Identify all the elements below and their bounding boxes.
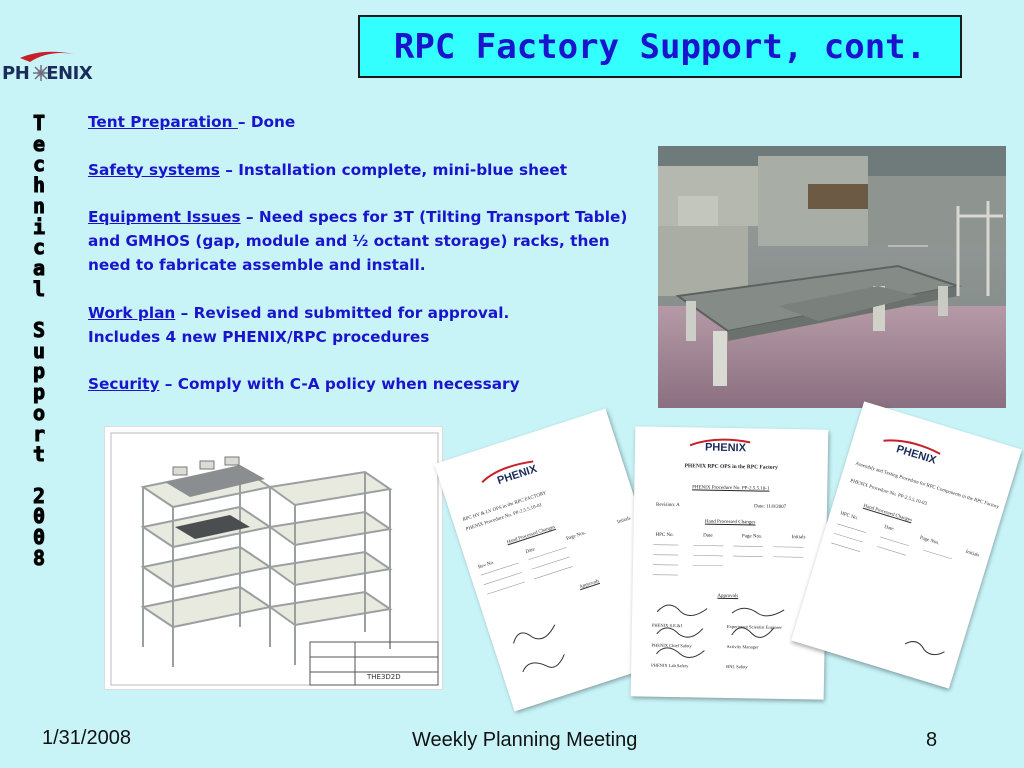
vertical-letter: t xyxy=(32,442,46,467)
vertical-letter: l xyxy=(32,276,46,301)
vertical-letter xyxy=(24,465,54,486)
vertical-letter: n xyxy=(32,193,46,218)
shelf-cad-drawing: THE3D2D xyxy=(104,426,443,690)
vertical-letter: u xyxy=(32,338,46,363)
footer-page-number: 8 xyxy=(926,729,938,751)
phenix-logo: PH ENIX xyxy=(2,48,98,88)
item-text: – Done xyxy=(237,113,296,131)
item-safety: Safety systems – Installation complete, … xyxy=(88,158,648,182)
item-label: Safety systems xyxy=(88,160,220,179)
slide-title: RPC Factory Support, cont. xyxy=(393,26,927,67)
factory-photo xyxy=(658,146,1006,408)
item-label: Security xyxy=(88,375,160,393)
item-label: Equipment Issues xyxy=(88,208,241,226)
item-label: Tent Preparation xyxy=(88,113,238,131)
item-text: – Need specs for 3T (Tilting Transport T… xyxy=(88,208,628,274)
title-box: RPC Factory Support, cont. xyxy=(358,15,962,78)
item-security: Security – Comply with C-A policy when n… xyxy=(88,372,648,396)
item-text: – Revised and submitted for approval. In… xyxy=(88,303,510,346)
procedure-doc-middle: PHENIX PHENIX RPC OPS in the RPC Factory… xyxy=(630,426,829,700)
footer-date: 1/31/2008 xyxy=(42,727,131,749)
vertical-letter: 8 xyxy=(32,545,46,570)
doc-left-lines xyxy=(480,460,573,673)
vertical-letter: p xyxy=(32,380,46,405)
item-text: – Comply with C-A policy when necessary xyxy=(159,375,520,393)
drawing-title-block: THE3D2D xyxy=(366,673,401,681)
doc-mid-lines xyxy=(652,438,804,658)
vertical-letter: h xyxy=(32,173,46,198)
item-tent: Tent Preparation – Done xyxy=(88,110,648,134)
vertical-letter: i xyxy=(32,214,46,239)
vertical-letter: r xyxy=(32,421,46,446)
procedure-doc-right: PHENIX Assembly and Testing Procedure fo… xyxy=(791,401,1022,689)
item-equipment: Equipment Issues – Need specs for 3T (Ti… xyxy=(88,205,648,277)
logo-text-enix: ENIX xyxy=(46,63,93,84)
phenix-logo-graphic xyxy=(20,51,74,81)
item-workplan: Work plan – Revised and submitted for ap… xyxy=(88,301,568,349)
vertical-letter: c xyxy=(32,152,46,177)
vertical-letter: T xyxy=(32,111,46,135)
vertical-letter: c xyxy=(32,235,46,260)
vertical-letter: S xyxy=(32,318,46,343)
vertical-letter: 2 xyxy=(32,483,46,508)
vertical-letter: o xyxy=(32,400,46,425)
vertical-letter xyxy=(24,299,54,320)
footer-meeting: Weekly Planning Meeting xyxy=(412,729,638,751)
logo-text-ph: PH xyxy=(2,63,30,84)
doc-right-lines xyxy=(831,439,953,656)
vertical-letter: p xyxy=(32,359,46,384)
vertical-letter: 0 xyxy=(32,504,46,529)
vertical-letter: a xyxy=(32,255,46,280)
body-text: Tent Preparation – Done Safety systems –… xyxy=(88,110,648,420)
item-text: – Installation complete, mini-blue sheet xyxy=(219,160,568,179)
procedure-doc-left: PHENIX RPC HV & LV OPS in the RPC FACTOR… xyxy=(434,408,686,712)
item-label: Work plan xyxy=(88,303,176,322)
vertical-letter: 0 xyxy=(32,525,46,550)
vertical-letter: e xyxy=(32,131,46,156)
